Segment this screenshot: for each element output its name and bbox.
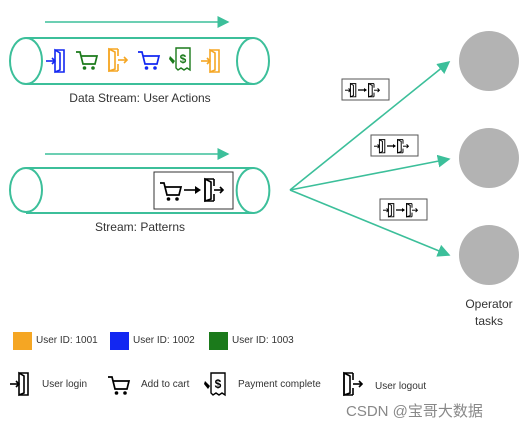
data-stream-tube [9, 37, 270, 85]
operator-task-circle [459, 225, 519, 285]
logout-icon [343, 372, 363, 396]
user-1003-swatch [209, 332, 228, 350]
user-1001-swatch [13, 332, 32, 350]
legend-payment-label: Payment complete [238, 379, 321, 390]
operator-task-circle [459, 31, 519, 91]
data-stream-label: Data Stream: User Actions [69, 91, 211, 105]
legend-logout-label: User logout [375, 381, 427, 392]
user-1002-swatch [110, 332, 129, 350]
user-1002-label: User ID: 1002 [133, 335, 195, 346]
cart-icon [75, 51, 98, 71]
pattern-stream-tube [9, 167, 271, 214]
login-icon [9, 372, 29, 396]
operator-label-line2: tasks [474, 314, 503, 328]
watermark-text: CSDN @宝哥大数据 [346, 403, 483, 420]
pattern-chip-middle [370, 134, 419, 157]
pattern-chip-bottom [379, 198, 428, 221]
payment-icon [168, 47, 191, 71]
pattern-stream-label: Stream: Patterns [94, 220, 186, 234]
legend-cart-label: Add to cart [141, 379, 190, 390]
payment-icon [203, 372, 226, 396]
fanout-arrows [289, 60, 451, 257]
data-stream-events [45, 47, 220, 73]
operator-task-circle [459, 128, 519, 188]
legend-login-label: User login [42, 379, 88, 390]
cart-icon [107, 376, 130, 396]
pattern-box [153, 171, 234, 210]
user-1001-label: User ID: 1001 [36, 335, 98, 346]
logout-icon [108, 48, 128, 72]
login-icon [45, 49, 65, 73]
pattern-chip-top [341, 78, 390, 101]
login-icon [200, 49, 220, 73]
user-1003-label: User ID: 1003 [232, 335, 294, 346]
cart-icon [137, 51, 160, 71]
operator-label-line1: Operator [465, 297, 513, 311]
